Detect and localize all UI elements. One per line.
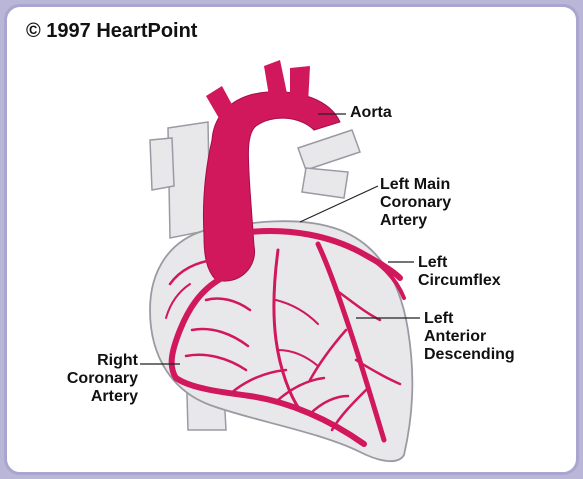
label-right-coronary-artery: Right Coronary Artery	[62, 352, 138, 406]
aortic-branch-3	[290, 66, 310, 104]
label-left-circumflex: Left Circumflex	[418, 254, 501, 290]
label-left-main-coronary-artery: Left Main Coronary Artery	[380, 176, 451, 230]
vessel-left-stub	[150, 138, 174, 190]
pulmonary-branch-upper	[298, 130, 360, 170]
pulmonary-branch-lower	[302, 168, 348, 198]
label-left-anterior-descending: Left Anterior Descending	[424, 310, 515, 364]
label-aorta: Aorta	[350, 104, 392, 122]
